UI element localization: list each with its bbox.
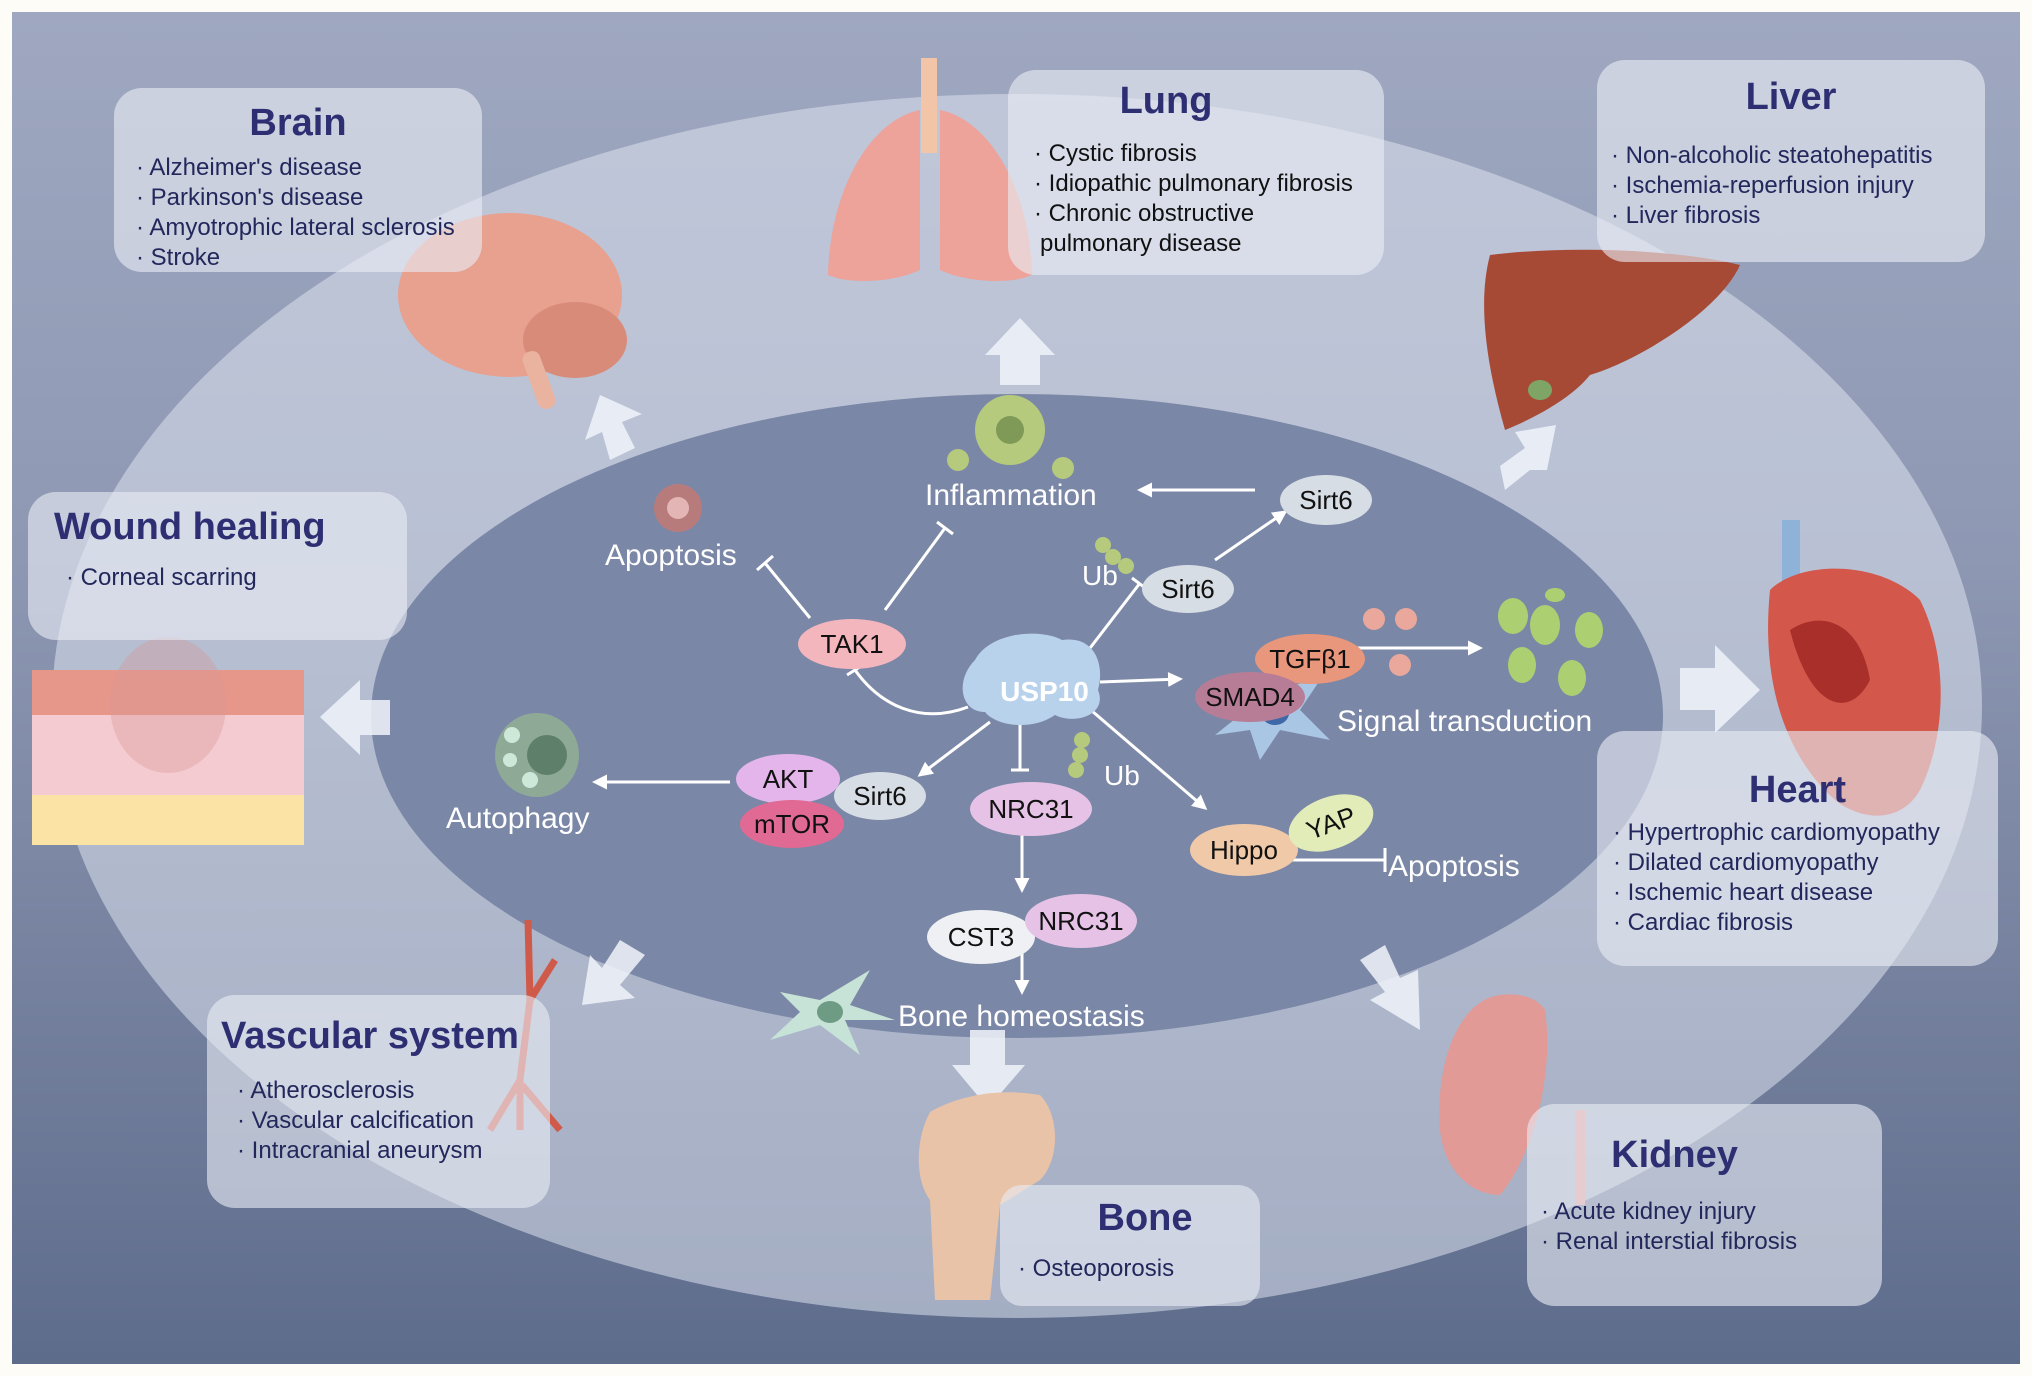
- inflammation-cell-icon: [947, 395, 1074, 479]
- usp10-to-smad4: [1099, 671, 1183, 687]
- usp10-to-hippo: [1084, 703, 1208, 810]
- inflammation-block-tick: [936, 520, 954, 536]
- arrow-to-vascular: [582, 940, 645, 1005]
- sirt6-top-node: Sirt6: [1280, 475, 1372, 525]
- ub-top-label: Ub: [1082, 560, 1118, 591]
- nrc31-top-node: NRC31: [970, 782, 1092, 836]
- arrow-to-liver: [1500, 425, 1556, 490]
- list-item: Idiopathic pulmonary fibrosis: [1034, 169, 1384, 199]
- list-item: Parkinson's disease: [136, 183, 482, 213]
- femur-illustration: [918, 1092, 1055, 1300]
- list-item: Liver fibrosis: [1611, 201, 1985, 231]
- inflammation-label: Inflammation: [925, 479, 1097, 512]
- mtor-node: mTOR: [740, 800, 844, 848]
- skin-illustration: [32, 637, 304, 845]
- vascular-disease-list: Atherosclerosis Vascular calcification I…: [237, 1076, 550, 1166]
- arrow-to-bone: [952, 1030, 1025, 1108]
- list-item: Atherosclerosis: [237, 1076, 550, 1106]
- list-item: Cardiac fibrosis: [1613, 908, 1998, 938]
- sirt6-akt-node: Sirt6: [834, 772, 926, 820]
- heart-title: Heart: [1748, 769, 1847, 811]
- arrow-to-lung: [985, 318, 1055, 385]
- tgfb-particles-icon: [1363, 608, 1417, 676]
- ub-chain-bottom-icon: [1068, 732, 1090, 778]
- apoptosis-left-label: Apoptosis: [605, 539, 737, 572]
- list-item: Hypertrophic cardiomyopathy: [1613, 818, 1998, 848]
- apoptosis-block-tick: [756, 554, 774, 572]
- lung-title: Lung: [1119, 80, 1213, 122]
- arrow-to-heart: [1680, 645, 1760, 733]
- list-item: Osteoporosis: [1018, 1254, 1260, 1284]
- usp10-inhibits-tak1: [853, 669, 969, 716]
- bone-homeostasis-label: Bone homeostasis: [898, 1000, 1145, 1033]
- list-item: Corneal scarring: [66, 563, 407, 593]
- usp10-inhibits-ub-sirt6: [1085, 582, 1142, 653]
- kidney-info-box: Kidney Acute kidney injury Renal interst…: [1527, 1104, 1882, 1306]
- lung-disease-list: Cystic fibrosis Idiopathic pulmonary fib…: [1034, 139, 1384, 259]
- brain-info-box: Brain Alzheimer's disease Parkinson's di…: [114, 88, 482, 272]
- kidney-title: Kidney: [1611, 1134, 1738, 1176]
- tak1-inhibits-inflammation: [883, 527, 947, 611]
- list-item: Alzheimer's disease: [136, 153, 482, 183]
- list-item: Dilated cardiomyopathy: [1613, 848, 1998, 878]
- wound-healing-info-box: Wound healing Corneal scarring: [28, 492, 407, 640]
- vascular-info-box: Vascular system Atherosclerosis Vascular…: [207, 995, 550, 1208]
- autophagy-label: Autophagy: [446, 802, 590, 835]
- liver-info-box: Liver Non-alcoholic steatohepatitis Isch…: [1597, 60, 1985, 262]
- signal-transduction-label: Signal transduction: [1337, 705, 1593, 738]
- heart-disease-list: Hypertrophic cardiomyopathy Dilated card…: [1613, 818, 1998, 938]
- smad4-node: SMAD4: [1195, 672, 1305, 722]
- list-item: Cystic fibrosis: [1034, 139, 1384, 169]
- bone-info-box: Bone Osteoporosis: [1000, 1185, 1260, 1306]
- list-item: Stroke: [136, 243, 482, 273]
- usp10-to-akt-sirt6: [917, 720, 991, 777]
- list-item: Vascular calcification: [237, 1106, 550, 1136]
- list-item: pulmonary disease: [1040, 230, 1242, 257]
- tak1-node: TAK1: [798, 619, 906, 669]
- apoptotic-cell-icon: [654, 484, 702, 532]
- usp10-label: USP10: [1000, 676, 1089, 707]
- proliferating-cells-icon: [1498, 588, 1603, 696]
- wound-healing-title: Wound healing: [54, 506, 326, 548]
- tak1-inhibits-apoptosis: [763, 562, 812, 619]
- list-item: Intracranial aneurysm: [237, 1136, 550, 1166]
- bone-disease-list: Osteoporosis: [1018, 1254, 1260, 1284]
- usp10-blob: [962, 633, 1101, 726]
- list-item: Acute kidney injury: [1541, 1197, 1882, 1227]
- vascular-title: Vascular system: [221, 1015, 519, 1057]
- liver-title: Liver: [1745, 76, 1837, 118]
- autophagy-cell-icon: [495, 713, 579, 797]
- hippo-node: Hippo: [1190, 824, 1298, 876]
- liver-illustration: [1484, 249, 1740, 430]
- list-item: Non-alcoholic steatohepatitis: [1611, 141, 1985, 171]
- list-item: Ischemia-reperfusion injury: [1611, 171, 1985, 201]
- nrc31-bottom-node: NRC31: [1025, 894, 1137, 948]
- list-item: Ischemic heart disease: [1613, 878, 1998, 908]
- brain-title: Brain: [249, 102, 347, 144]
- sirt6-to-sirt6: [1214, 510, 1288, 562]
- brain-disease-list: Alzheimer's disease Parkinson's disease …: [136, 153, 482, 273]
- ub-chain-top-icon: [1095, 537, 1134, 574]
- cst3-node: CST3: [927, 910, 1035, 964]
- bone-title: Bone: [1097, 1197, 1193, 1239]
- pathway-lines: [592, 482, 1483, 995]
- kidney-disease-list: Acute kidney injury Renal interstial fib…: [1541, 1197, 1882, 1257]
- akt-node: AKT: [736, 754, 840, 804]
- arrow-to-brain: [585, 395, 642, 460]
- ub-bottom-label: Ub: [1104, 760, 1140, 791]
- osteoblast-icon: [770, 970, 895, 1055]
- heart-info-box: Heart Hypertrophic cardiomyopathy Dilate…: [1597, 731, 1998, 966]
- list-item: Chronic obstructive: [1034, 199, 1384, 229]
- arrow-to-wound: [320, 680, 390, 755]
- arrow-to-kidney: [1360, 945, 1420, 1030]
- apoptosis-right-label: Apoptosis: [1388, 850, 1520, 883]
- sirt6-mid-node: Sirt6: [1142, 565, 1234, 613]
- wound-healing-list: Corneal scarring: [66, 563, 407, 593]
- list-item: Amyotrophic lateral sclerosis: [136, 213, 482, 243]
- lung-info-box: Lung Cystic fibrosis Idiopathic pulmonar…: [1008, 70, 1384, 275]
- figure-frame: Brain Alzheimer's disease Parkinson's di…: [12, 12, 2020, 1364]
- liver-disease-list: Non-alcoholic steatohepatitis Ischemia-r…: [1611, 141, 1985, 231]
- outward-arrows: [320, 318, 1760, 1108]
- list-item: Renal interstial fibrosis: [1541, 1227, 1882, 1257]
